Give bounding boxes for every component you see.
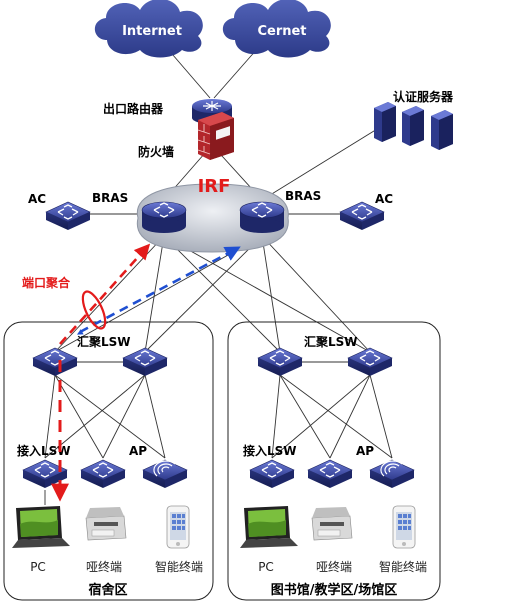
- blue-traffic-path: [76, 246, 241, 335]
- cernet-cloud: Cernet: [222, 0, 331, 58]
- bras-left-label: BRAS: [92, 191, 128, 205]
- printer-icon: [311, 507, 353, 541]
- right-agg-label: 汇聚LSW: [304, 335, 358, 349]
- left-zone-name: 宿舍区: [88, 582, 127, 598]
- core-switch-right-icon: [239, 201, 285, 234]
- smartphone-icon: [166, 505, 190, 549]
- internet-cloud: Internet: [94, 0, 203, 58]
- port-aggregation-marker: [81, 290, 107, 330]
- laptop-icon: [240, 506, 298, 548]
- ac-left-label: AC: [28, 192, 46, 206]
- ap-left-icon: [142, 459, 188, 489]
- access-switch-right-b-icon: [307, 459, 353, 489]
- irf-label: IRF: [198, 176, 231, 197]
- right-terminal-pc-label: PC: [258, 560, 274, 574]
- core-switch-left-icon: [141, 201, 187, 234]
- left-terminal-smart-label: 智能终端: [155, 559, 203, 574]
- left-agg-label: 汇聚LSW: [77, 335, 131, 349]
- internet-label: Internet: [122, 24, 182, 39]
- ac-right-icon: [339, 201, 385, 231]
- left-ap-label: AP: [129, 444, 147, 458]
- auth-server-label: 认证服务器: [393, 89, 454, 104]
- left-terminal-dumb-label: 哑终端: [86, 559, 122, 574]
- cernet-label: Cernet: [257, 24, 306, 39]
- right-access-label: 接入LSW: [243, 443, 297, 458]
- agg-switch-left-b-icon: [122, 347, 168, 377]
- left-access-label: 接入LSW: [17, 443, 71, 458]
- agg-switch-left-a-icon: [32, 347, 78, 377]
- server-icon: [374, 102, 453, 150]
- laptop-icon: [12, 506, 70, 548]
- access-switch-right-a-icon: [249, 459, 295, 489]
- access-switch-left-b-icon: [80, 459, 126, 489]
- port-aggregation-label: 端口聚合: [22, 275, 71, 290]
- firewall-label: 防火墙: [138, 144, 174, 159]
- exit-router-label: 出口路由器: [103, 101, 164, 116]
- irf-core-platform: [136, 183, 289, 253]
- ac-right-label: AC: [375, 192, 393, 206]
- right-ap-label: AP: [356, 444, 374, 458]
- right-terminal-dumb-label: 哑终端: [316, 559, 352, 574]
- ac-left-icon: [45, 201, 91, 231]
- firewall-icon: [197, 112, 234, 160]
- bras-right-label: BRAS: [285, 189, 321, 203]
- agg-switch-right-b-icon: [347, 347, 393, 377]
- left-terminal-pc-label: PC: [30, 560, 46, 574]
- agg-switch-right-a-icon: [257, 347, 303, 377]
- right-zone-name: 图书馆/教学区/场馆区: [271, 582, 398, 598]
- red-traffic-path: [51, 243, 151, 502]
- smartphone-icon: [392, 505, 416, 549]
- zone-dormitory-frame: [3, 321, 214, 601]
- printer-icon: [85, 507, 127, 541]
- right-terminal-smart-label: 智能终端: [379, 559, 427, 574]
- zone-library-frame: [227, 321, 441, 601]
- ap-right-icon: [369, 459, 415, 489]
